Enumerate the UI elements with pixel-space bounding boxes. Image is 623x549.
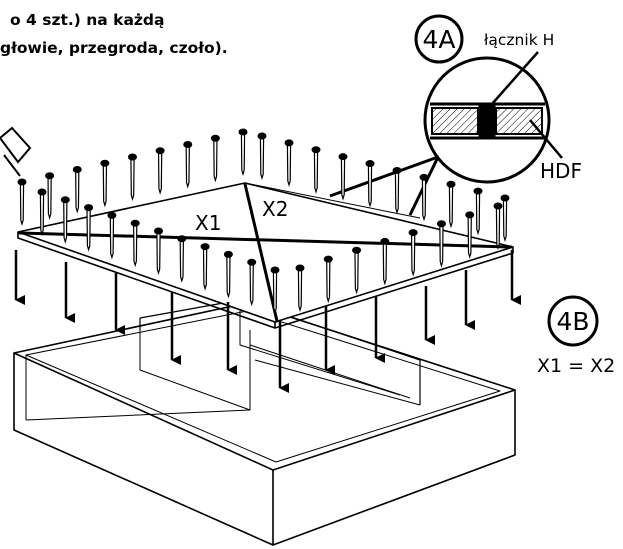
nail (45, 172, 55, 220)
diagonal-x1-label: X1 (195, 211, 221, 235)
step-4b-badge: 4B (547, 295, 599, 347)
nail (130, 219, 140, 268)
hammer-icon (0, 126, 32, 177)
nail (323, 255, 333, 304)
nail (338, 153, 348, 201)
hdf-label: HDF (540, 159, 582, 183)
equal-diagonals-rule: X1 = X2 (537, 355, 615, 377)
nail (107, 211, 117, 260)
zoom-detail (423, 51, 563, 184)
nail (295, 264, 305, 313)
nail (352, 246, 362, 295)
nail (311, 146, 321, 194)
zoom-pointer-lines (329, 155, 440, 216)
instruction-line-2: głowie, przegroda, czoło). (0, 39, 228, 57)
nail (210, 134, 220, 183)
nail (177, 235, 187, 283)
nail (128, 153, 137, 202)
nail (247, 258, 257, 307)
nail (200, 243, 210, 291)
connector-h-label: łącznik H (484, 31, 554, 49)
nail (154, 227, 163, 276)
drawer-box (13, 299, 516, 546)
hdf-section-left (431, 107, 479, 135)
diagonal-x1-line (18, 231, 513, 249)
arrows-group (14, 250, 521, 393)
diagonal-x2-label: X2 (262, 197, 288, 221)
nail (500, 194, 510, 243)
nail (284, 139, 294, 187)
diagonal-x2-line (243, 182, 279, 323)
nail (380, 237, 390, 286)
instruction-text: o 4 szt.) na każdą głowie, przegroda, cz… (0, 6, 300, 62)
nail (183, 141, 193, 189)
step-4b-label: 4B (556, 307, 589, 336)
nail (155, 147, 165, 195)
nail (493, 202, 503, 251)
nail (84, 204, 94, 252)
instruction-line-1: o 4 szt.) na każdą (10, 11, 165, 29)
step-4a-label: 4A (422, 25, 455, 54)
nail (257, 132, 267, 181)
nail (419, 173, 429, 222)
nail (408, 229, 418, 277)
nail (37, 188, 47, 237)
nail (392, 166, 402, 215)
hdf-section-right (495, 107, 543, 135)
nail (72, 166, 82, 214)
nail (436, 220, 446, 268)
nail (465, 211, 475, 259)
diagonal-lines (18, 182, 513, 323)
step-4a-badge: 4A (414, 14, 464, 64)
nail (17, 178, 27, 227)
nail (473, 187, 483, 236)
nail (100, 159, 110, 208)
nail (238, 128, 248, 177)
nail (60, 196, 70, 244)
nail (270, 266, 280, 315)
nails-group (17, 128, 510, 315)
h-connector-profile (430, 102, 545, 140)
nail (446, 180, 456, 229)
nail (365, 160, 375, 208)
nail (223, 250, 233, 299)
